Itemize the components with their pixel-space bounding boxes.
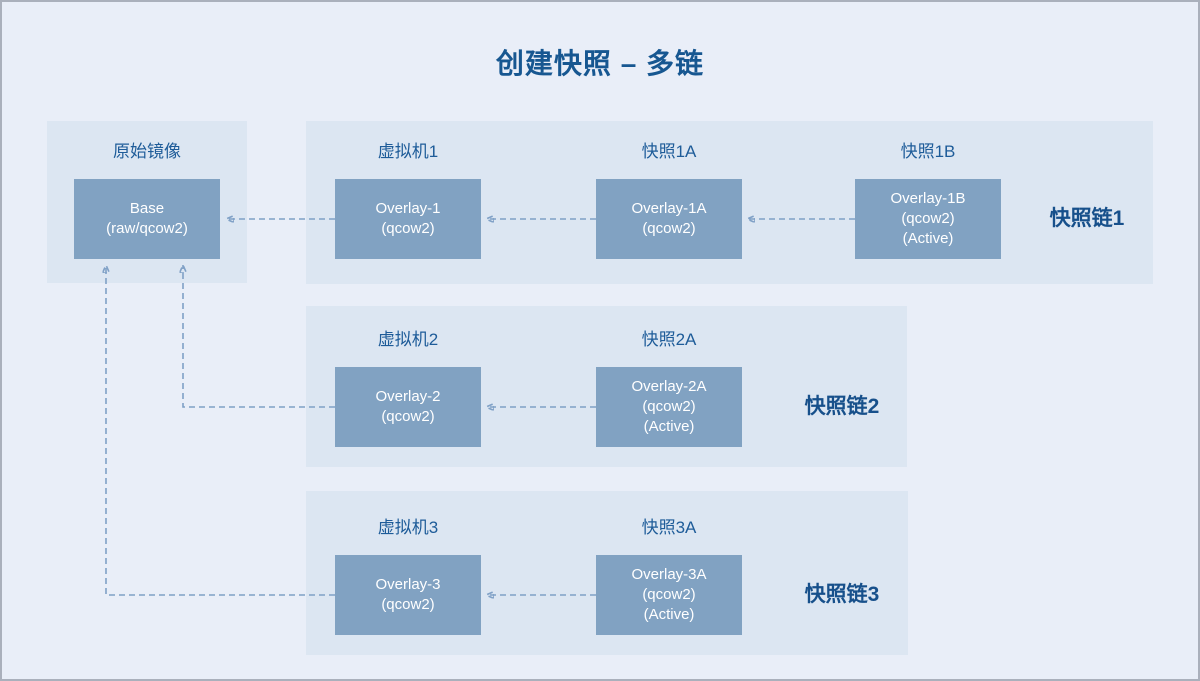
- overlay-2a-line2: (qcow2): [642, 398, 696, 415]
- vm1-label: 虚拟机1: [377, 142, 439, 161]
- overlay-3a-box: Overlay-3A (qcow2) (Active): [596, 555, 742, 635]
- base-box-line2: (raw/qcow2): [106, 220, 188, 237]
- overlay-3a-line1: Overlay-3A: [631, 566, 707, 583]
- overlay-2-line2: (qcow2): [381, 408, 435, 425]
- base-panel-label: 原始镜像: [113, 142, 181, 161]
- overlay-2-box: Overlay-2 (qcow2): [335, 367, 481, 447]
- overlay-2a-line3: (Active): [643, 418, 695, 435]
- arrow-overlay3-to-base: [106, 265, 335, 596]
- overlay-3a-line3: (Active): [643, 606, 695, 623]
- overlay-1-box: Overlay-1 (qcow2): [335, 179, 481, 259]
- overlay-3a-line2: (qcow2): [642, 586, 696, 603]
- snapshot2a-label: 快照2A: [641, 330, 697, 349]
- overlay-2-line1: Overlay-2: [375, 388, 441, 405]
- overlay-1a-line2: (qcow2): [642, 220, 696, 237]
- overlay-1-line1: Overlay-1: [375, 200, 441, 217]
- vm3-label: 虚拟机3: [377, 518, 439, 537]
- overlay-2a-box: Overlay-2A (qcow2) (Active): [596, 367, 742, 447]
- snapshot1b-label: 快照1B: [900, 142, 956, 161]
- chain3-label: 快照链3: [804, 583, 880, 606]
- overlay-1a-box: Overlay-1A (qcow2): [596, 179, 742, 259]
- overlay-2a-line1: Overlay-2A: [631, 378, 707, 395]
- overlay-1a-line1: Overlay-1A: [631, 200, 707, 217]
- snapshot3a-label: 快照3A: [641, 518, 697, 537]
- overlay-3-line2: (qcow2): [381, 596, 435, 613]
- overlay-3-box: Overlay-3 (qcow2): [335, 555, 481, 635]
- overlay-1b-line2: (qcow2): [901, 210, 955, 227]
- base-box: Base (raw/qcow2): [74, 179, 220, 259]
- snapshot1a-label: 快照1A: [641, 142, 697, 161]
- chain2-label: 快照链2: [804, 395, 880, 418]
- chain1-label: 快照链1: [1049, 207, 1125, 230]
- overlay-1b-box: Overlay-1B (qcow2) (Active): [855, 179, 1001, 259]
- page-title: 创建快照 – 多链: [495, 48, 705, 79]
- overlay-1-line2: (qcow2): [381, 220, 435, 237]
- overlay-1b-line1: Overlay-1B: [890, 190, 966, 207]
- overlay-1b-line3: (Active): [902, 230, 954, 247]
- base-box-line1: Base: [129, 200, 165, 217]
- overlay-3-line1: Overlay-3: [375, 576, 441, 593]
- vm2-label: 虚拟机2: [377, 330, 439, 349]
